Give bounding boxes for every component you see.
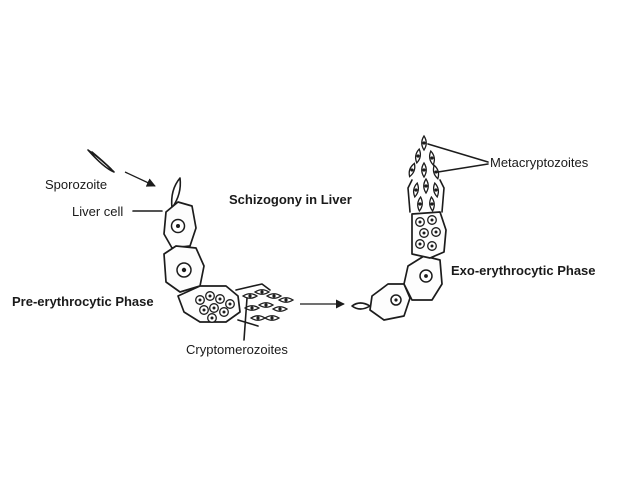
liver-cell-2 bbox=[163, 245, 205, 293]
exo-cell-4-bursting bbox=[406, 135, 445, 213]
exo-cell-2 bbox=[403, 255, 443, 301]
metacryptozoites-pointer-2 bbox=[437, 163, 489, 173]
free-merozoite bbox=[351, 302, 371, 310]
cryptomerozoites-label: Cryptomerozoites bbox=[186, 342, 288, 357]
exo-erythrocytic-label: Exo-erythrocytic Phase bbox=[451, 263, 596, 278]
liver-cell-3-schizont bbox=[177, 285, 241, 323]
sporozoite-shape bbox=[87, 149, 115, 173]
exo-cell-1 bbox=[369, 283, 411, 321]
metacryptozoites-label: Metacryptozoites bbox=[490, 155, 589, 170]
liver-cell-1 bbox=[163, 201, 197, 249]
cryptomerozoites-pointer bbox=[243, 297, 248, 341]
liver-cell-label: Liver cell bbox=[72, 204, 123, 219]
pre-erythrocytic-label: Pre-erythrocytic Phase bbox=[12, 294, 154, 309]
sporozoite-label: Sporozoite bbox=[45, 177, 107, 192]
diagram-title: Schizogony in Liver bbox=[229, 192, 352, 207]
entering-sporozoite bbox=[170, 177, 182, 209]
bursting-cell bbox=[235, 283, 294, 327]
exo-cell-3-schizont bbox=[411, 211, 447, 259]
metacryptozoites-pointer-1 bbox=[427, 143, 489, 163]
sporozoite-arrow bbox=[124, 171, 156, 187]
